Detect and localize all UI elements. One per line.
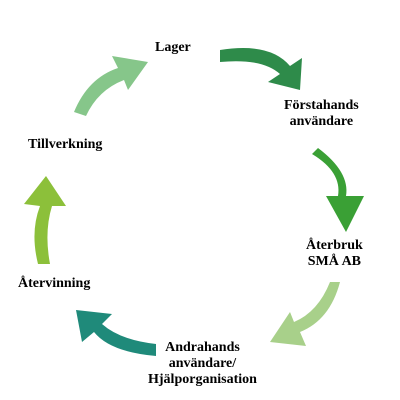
stage-forstahands: Förstahands användare [284,98,359,130]
stage-lager-text: Lager [155,40,191,55]
stage-aterbruk-line1: Återbruk [306,238,363,253]
arrow-tillverkning-to-lager [74,56,148,116]
arrow-lager-to-forstahands [220,48,302,90]
stage-forstahands-line1: Förstahands [284,98,359,113]
stage-tillverkning-text: Tillverkning [28,137,103,152]
stage-andrahands-line2: användare/ [168,356,237,371]
arrow-andrahands-to-atervinning [76,310,156,356]
arrow-forstahands-to-aterbruk [312,148,364,232]
stage-forstahands-line2: användare [289,114,354,129]
stage-andrahands-line3: Hjälporganisation [148,372,257,387]
arrow-aterbruk-to-andrahands [270,282,340,346]
stage-aterbruk-line2: SMÅ AB [307,254,362,269]
arrow-atervinning-to-tillverkning [24,176,66,264]
stage-andrahands-line1: Andrahands [165,340,240,355]
stage-atervinning-text: Återvinning [18,276,91,291]
stage-aterbruk: Återbruk SMÅ AB [306,238,363,270]
stage-atervinning: Återvinning [18,276,90,292]
stage-tillverkning: Tillverkning [28,137,102,153]
stage-andrahands: Andrahands användare/ Hjälporganisation [148,340,257,388]
stage-lager: Lager [155,40,191,56]
